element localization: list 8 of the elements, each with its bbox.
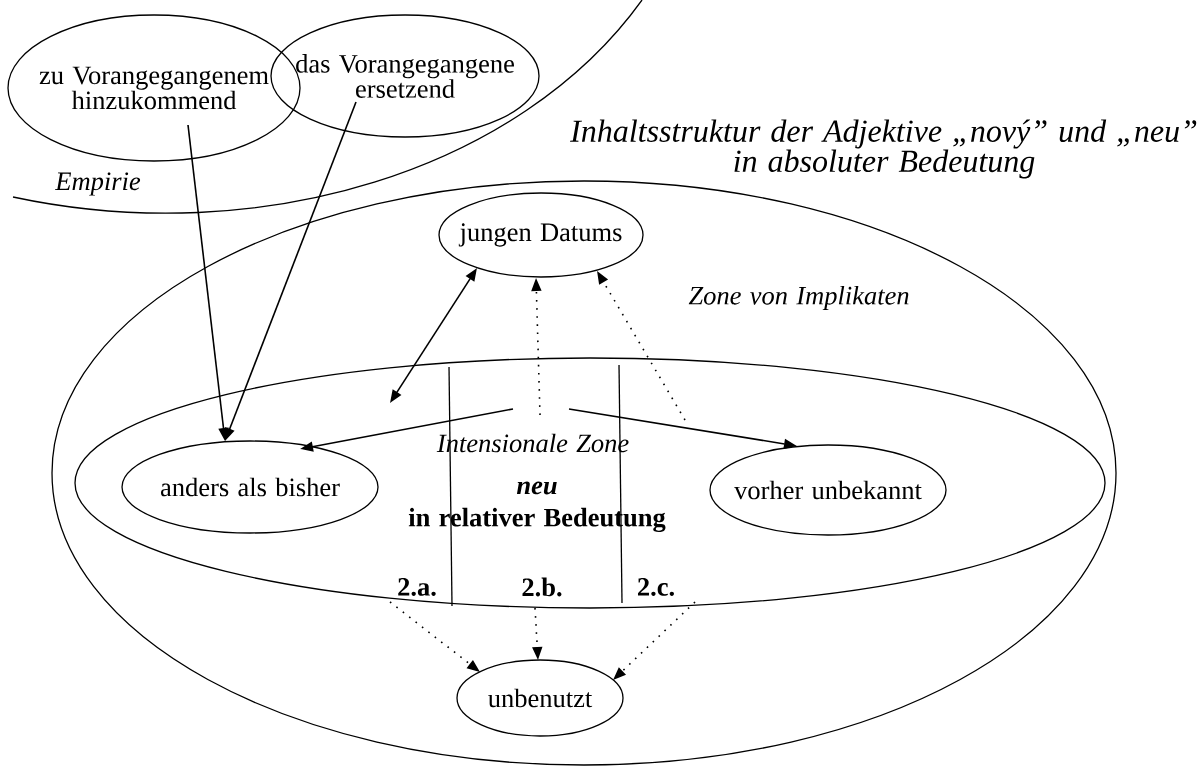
title: Inhaltsstruktur der Adjektive „nový” und „neu” in absoluter Bedeutung bbox=[570, 119, 1197, 179]
section-number: 2.c. bbox=[638, 578, 674, 596]
dotted-arrow bbox=[389, 601, 480, 672]
dotted-arrow bbox=[613, 601, 696, 680]
section-number: 2.a. bbox=[398, 578, 436, 596]
zone-label: neu bbox=[516, 481, 557, 495]
zone-label: Zone von Implikaten bbox=[688, 285, 909, 310]
section-number: 2.b. bbox=[522, 577, 562, 597]
